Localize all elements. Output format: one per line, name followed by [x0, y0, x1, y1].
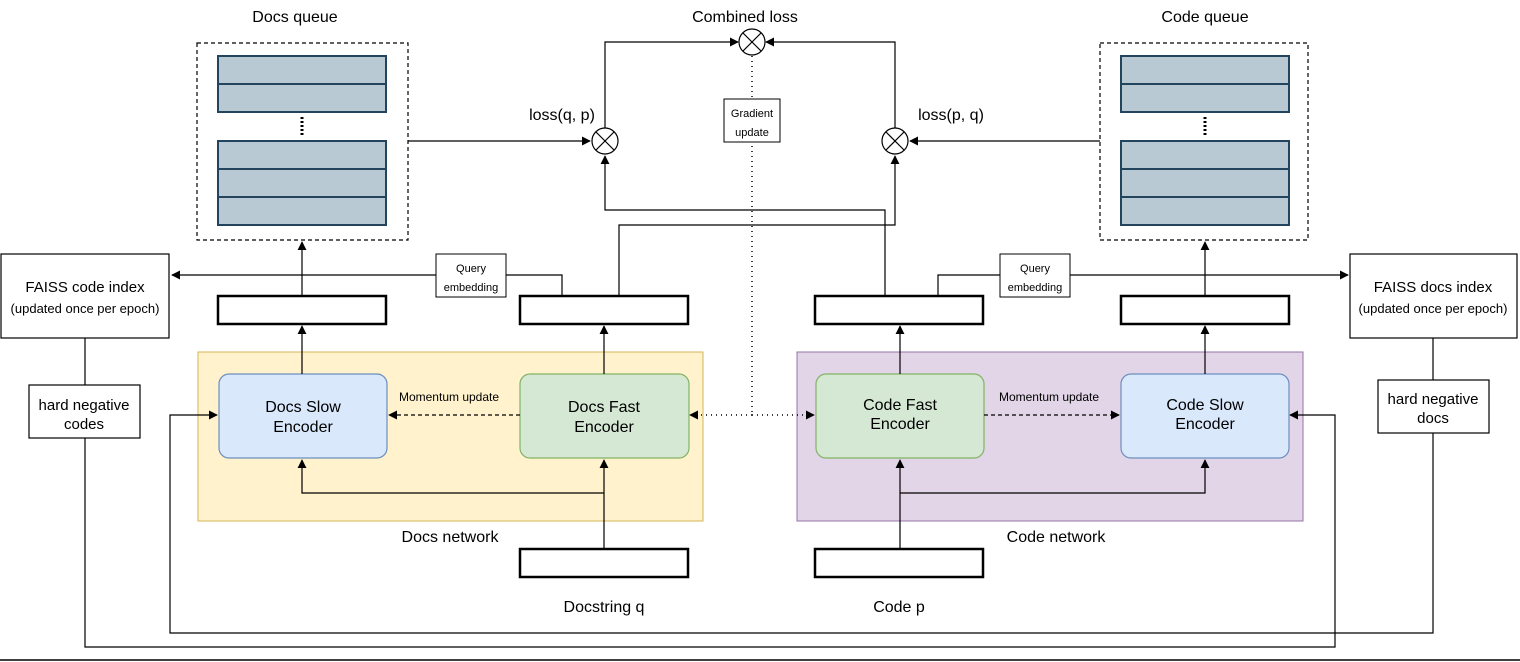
docs-fast-encoder-line2: Encoder [574, 419, 634, 436]
faiss-docs-index-box [1349, 253, 1518, 339]
docs-query-to-faiss-code [171, 270, 563, 296]
hard-negative-codes-line1: hard negative [39, 397, 130, 414]
docs-slow-encoder-line2: Encoder [273, 419, 333, 436]
docs-queue [196, 42, 409, 241]
hard-negative-codes-path [84, 338, 1336, 648]
loss-qp-label: loss(q, p) [529, 107, 595, 124]
docstring-input-box [518, 547, 690, 579]
code-queue [1099, 42, 1309, 241]
hard-negative-docs-line1: hard negative [1388, 391, 1479, 408]
docs-slow-encoder [218, 373, 388, 459]
code-query-to-faiss-docs [937, 270, 1349, 296]
hard-negative-docs-line2: docs [1417, 410, 1449, 427]
docstring-to-docs-slow [297, 459, 604, 494]
loss-qp-node [591, 127, 619, 155]
code-momentum-label: Momentum update [999, 390, 1099, 404]
code-network-label: Code network [1007, 529, 1107, 546]
code-queue-title: Code queue [1161, 9, 1248, 26]
docs-queue-title: Docs queue [252, 9, 337, 26]
code-fast-encoder-line1: Code Fast [863, 397, 937, 414]
docs-network-label: Docs network [402, 529, 500, 546]
query-embedding-right-line1: Query [1020, 263, 1050, 275]
code-slow-encoder-line1: Code Slow [1166, 397, 1244, 414]
query-embedding-right-line2: embedding [1008, 282, 1062, 294]
code-fast-emb-to-loss-qp [600, 155, 886, 295]
query-embedding-left-line1: Query [456, 263, 486, 275]
gradient-update-box [723, 98, 781, 143]
hard-negative-docs-path [169, 338, 1434, 634]
docs-fast-embedding [518, 294, 690, 326]
docs-fast-encoder-line1: Docs Fast [568, 399, 641, 416]
hard-negative-codes-box [28, 384, 141, 439]
docs-fast-emb-to-loss-pq [618, 155, 900, 295]
query-embedding-right-box [999, 253, 1071, 298]
docs-slow-embedding [216, 294, 388, 326]
combined-loss-node [738, 28, 766, 56]
code-fast-encoder-line2: Encoder [870, 416, 930, 433]
docs-slow-encoder-line1: Docs Slow [265, 399, 341, 416]
combined-loss-label: Combined loss [692, 9, 798, 26]
code-input-label: Code p [873, 599, 925, 616]
faiss-docs-index-subtitle: (updated once per epoch) [1359, 301, 1508, 316]
query-embedding-left-line2: embedding [444, 282, 498, 294]
code-input-box [813, 547, 985, 579]
loss-qp-to-combined [604, 37, 739, 128]
hard-negative-docs-box [1377, 379, 1490, 434]
loss-pq-to-combined [765, 37, 896, 128]
docs-fast-encoder [519, 373, 690, 459]
faiss-code-index-box [0, 253, 170, 339]
gradient-update-line2: update [735, 127, 769, 139]
query-embedding-left-box [435, 253, 507, 298]
code-slow-encoder-line2: Encoder [1175, 416, 1235, 433]
gradient-update-line1: Gradient [731, 108, 773, 120]
faiss-code-index-title: FAISS code index [25, 279, 145, 296]
code-slow-embedding [1119, 294, 1291, 326]
loss-pq-node [881, 127, 909, 155]
docs-momentum-label: Momentum update [399, 390, 499, 404]
code-to-code-slow [900, 459, 1210, 494]
hard-negative-codes-line2: codes [64, 416, 104, 433]
faiss-docs-index-title: FAISS docs index [1374, 279, 1493, 296]
faiss-code-index-subtitle: (updated once per epoch) [11, 301, 160, 316]
code-fast-embedding [813, 294, 985, 326]
docstring-input-label: Docstring q [564, 599, 645, 616]
loss-pq-label: loss(p, q) [918, 107, 984, 124]
